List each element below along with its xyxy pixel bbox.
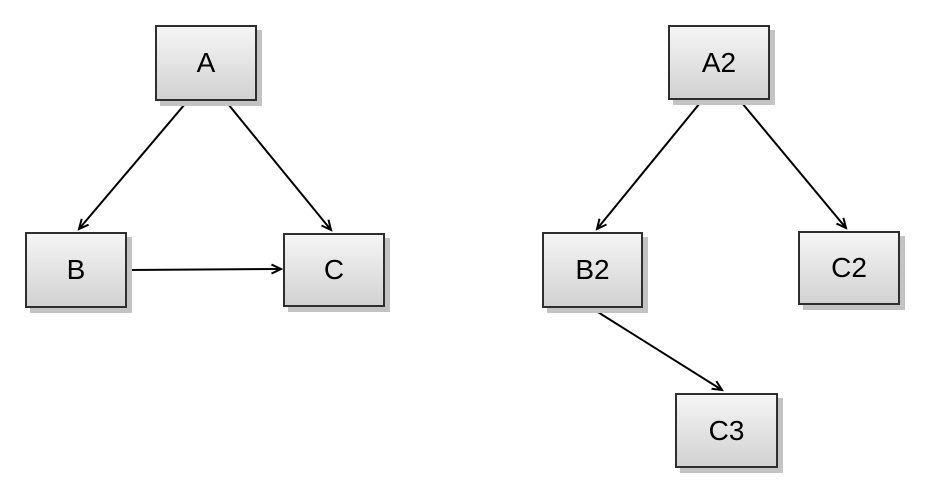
node-label-A: A xyxy=(196,47,216,78)
node-label-C: C xyxy=(323,254,345,285)
edge-B2-to-C3 xyxy=(592,308,724,392)
node-A: A xyxy=(155,25,257,101)
node-label-C2: C2 xyxy=(831,252,867,283)
edge-A2-to-B2 xyxy=(595,102,701,231)
node-label-A2: A2 xyxy=(701,46,737,78)
edge-B-to-C xyxy=(128,263,284,275)
node-B: B xyxy=(25,232,127,308)
node-C: C xyxy=(283,233,385,307)
node-label-B: B xyxy=(66,254,86,285)
edge-group xyxy=(77,102,848,392)
node-A2: A2 xyxy=(668,25,770,100)
node-C3: C3 xyxy=(675,393,778,468)
node-C2: C2 xyxy=(798,231,900,305)
node-B2: B2 xyxy=(542,232,643,308)
node-label-B2: B2 xyxy=(575,254,610,285)
edge-A2-to-C2 xyxy=(741,102,848,230)
edge-A-to-C xyxy=(227,103,333,232)
edge-A-to-B xyxy=(77,103,186,231)
node-label-C3: C3 xyxy=(708,414,745,446)
